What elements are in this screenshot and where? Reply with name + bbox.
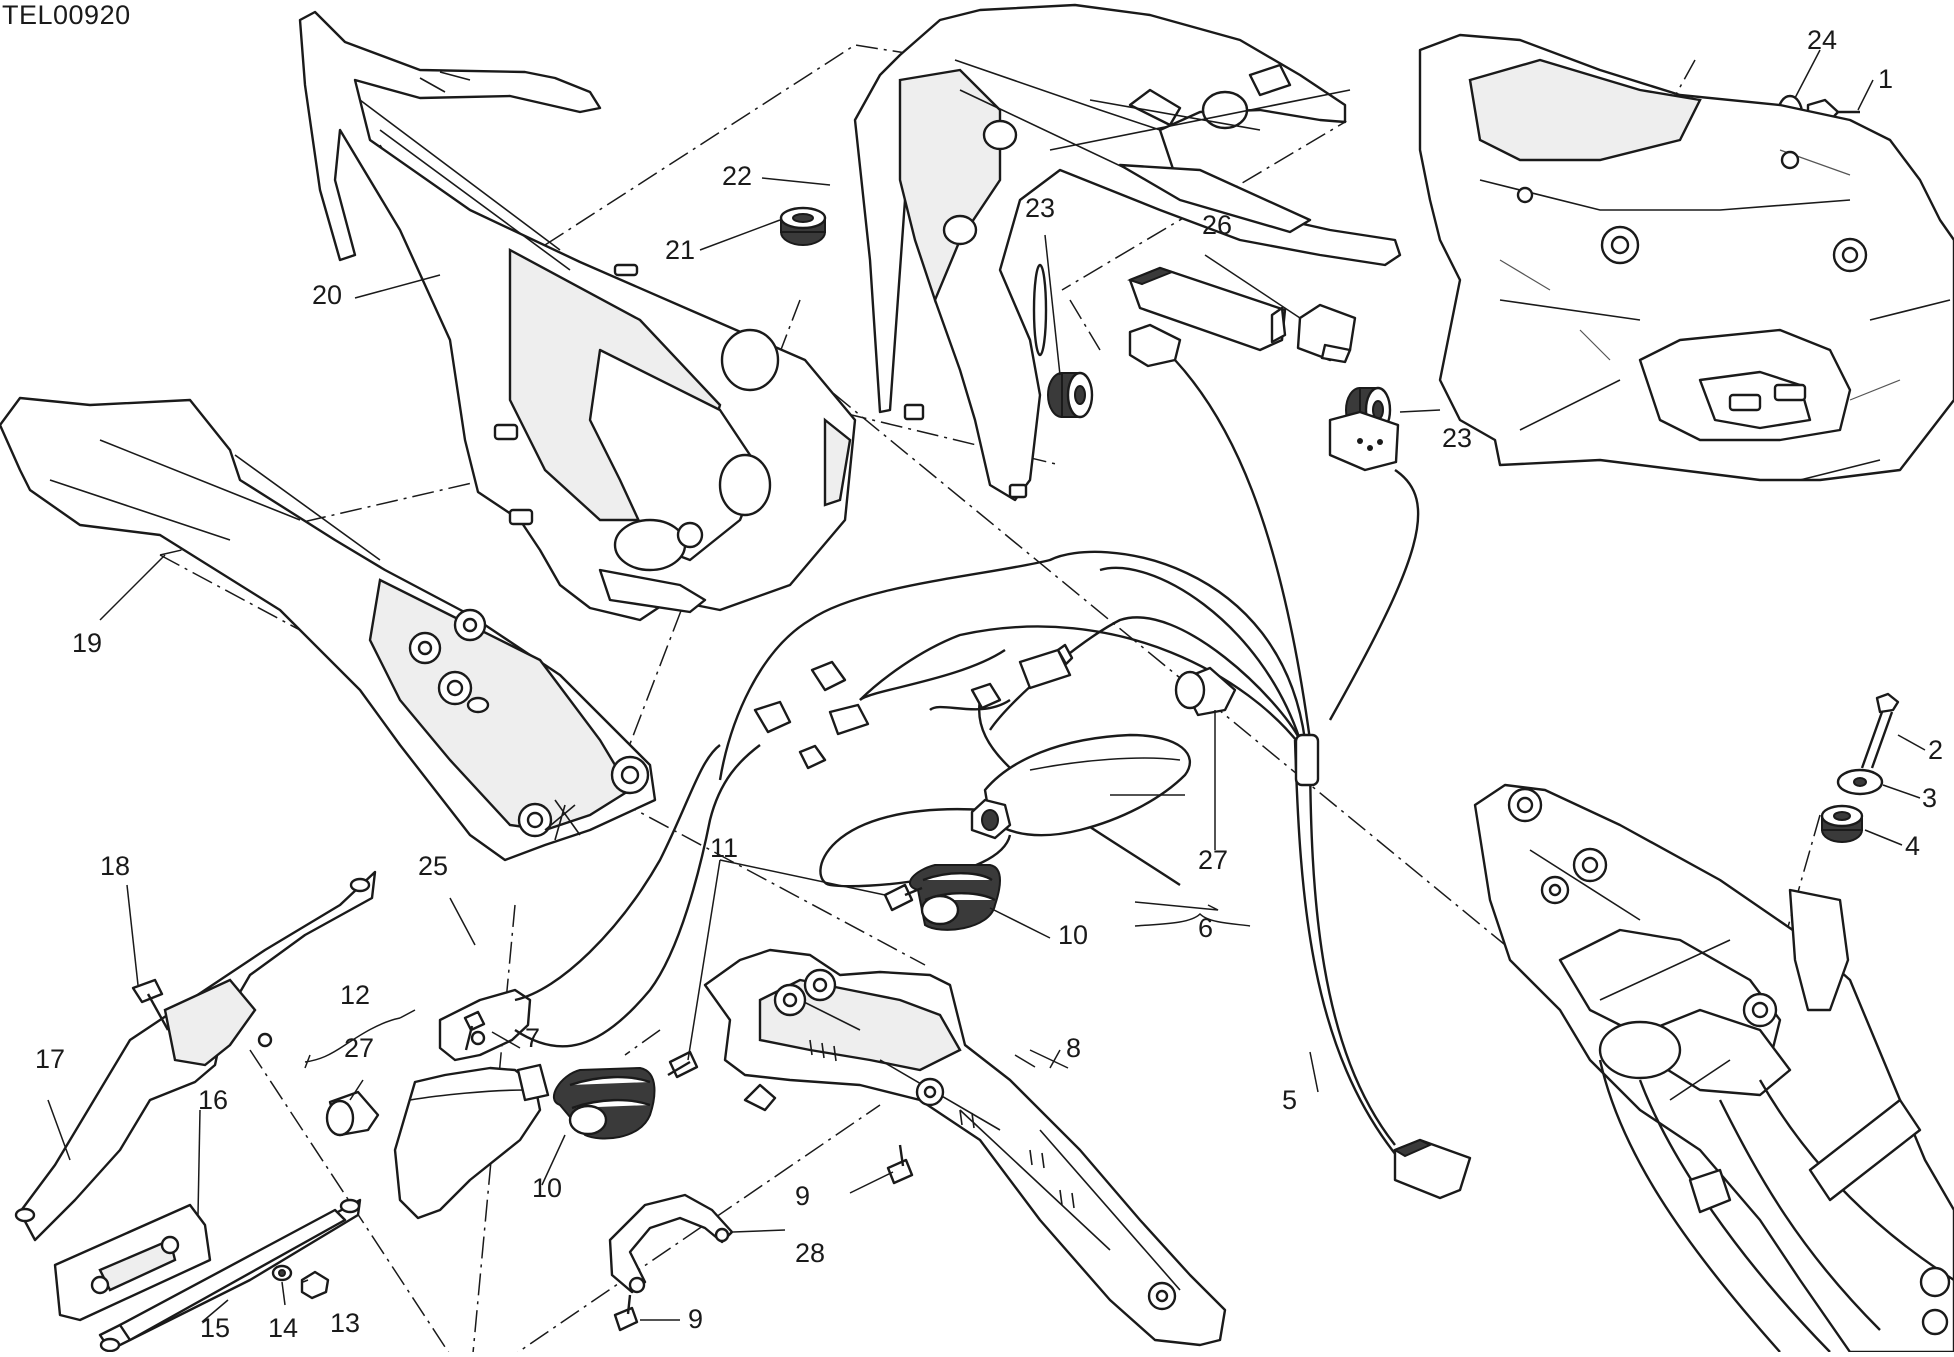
callout-7: 7 [525,1023,541,1053]
wire-connectors-small [753,643,1074,770]
callout-13: 13 [330,1308,361,1338]
part-27-bulb-right [1174,666,1237,717]
part-15-plate [98,1198,362,1353]
callout-6: 6 [1198,913,1214,943]
part-10-boot-left [553,1066,656,1140]
callout-25: 25 [418,851,449,881]
part-25-plate-light [438,744,761,1062]
part-9-screw-b [613,1294,639,1332]
part-20-upper-subframe [298,10,857,622]
part-11-screw-b [667,1050,699,1079]
part-12-turn-indicator [393,1063,550,1220]
part-9-screw-a [886,1144,914,1185]
part-17-reflector-bracket [14,870,377,1242]
callout-20: 20 [312,280,343,310]
part-18-screw [131,978,170,1031]
part-21-grommet [779,206,827,246]
part-28-bracket [608,1193,734,1294]
part-4-grommet [1820,804,1864,843]
callout-16: 16 [198,1085,229,1115]
part-23-grommet-a [1047,371,1094,419]
callout-15: 15 [200,1313,231,1343]
callout-19: 19 [72,628,103,658]
callout-9-b: 9 [688,1304,704,1334]
part-5-wiring-harness [718,359,1472,1200]
part-27-bulb-left [325,1090,380,1137]
part-2-screw [1860,692,1900,769]
callout-27-b: 27 [344,1033,375,1063]
part-19-lower-support [0,396,657,862]
callout-17: 17 [35,1044,66,1074]
leader-lines [47,49,1926,1323]
callout-8: 8 [1066,1033,1082,1063]
tail-section-view [1418,33,1954,482]
callout-11: 11 [710,833,739,863]
part-13-nut [300,1270,330,1300]
part-22-tail-bracket [853,3,1402,502]
callout-10-b: 10 [532,1173,563,1203]
drawing-code: TEL00920 [2,0,131,30]
callout-27-a: 27 [1198,845,1229,875]
callout-9-a: 9 [795,1181,811,1211]
callout-12: 12 [340,980,371,1010]
callout-5: 5 [1282,1085,1298,1115]
part-6-turn-indicator [819,733,1191,888]
callout-22: 22 [722,161,753,191]
callout-24: 24 [1807,25,1838,55]
callout-26: 26 [1202,210,1233,240]
callout-21: 21 [665,235,696,265]
part-10-boot-right [909,864,1001,931]
part-26-connectors [1127,266,1400,472]
part-8-plate-holder [703,948,1227,1347]
callout-4: 4 [1905,831,1921,861]
part-11-screw [883,883,923,912]
callout-1: 1 [1878,64,1894,94]
callout-3: 3 [1922,783,1938,813]
callout-23-a: 23 [1025,193,1056,223]
part-7-screw [463,1010,486,1051]
callout-18: 18 [100,851,131,881]
callout-2: 2 [1928,735,1944,765]
callout-23-b: 23 [1442,423,1473,453]
rear-frame-view [1473,783,1954,1354]
part-14-washer [271,1264,293,1282]
callout-28: 28 [795,1238,826,1268]
part-16-reflector [53,1203,212,1322]
callout-10-a: 10 [1058,920,1089,950]
part-3-washer [1836,768,1884,796]
callout-14: 14 [268,1313,299,1343]
